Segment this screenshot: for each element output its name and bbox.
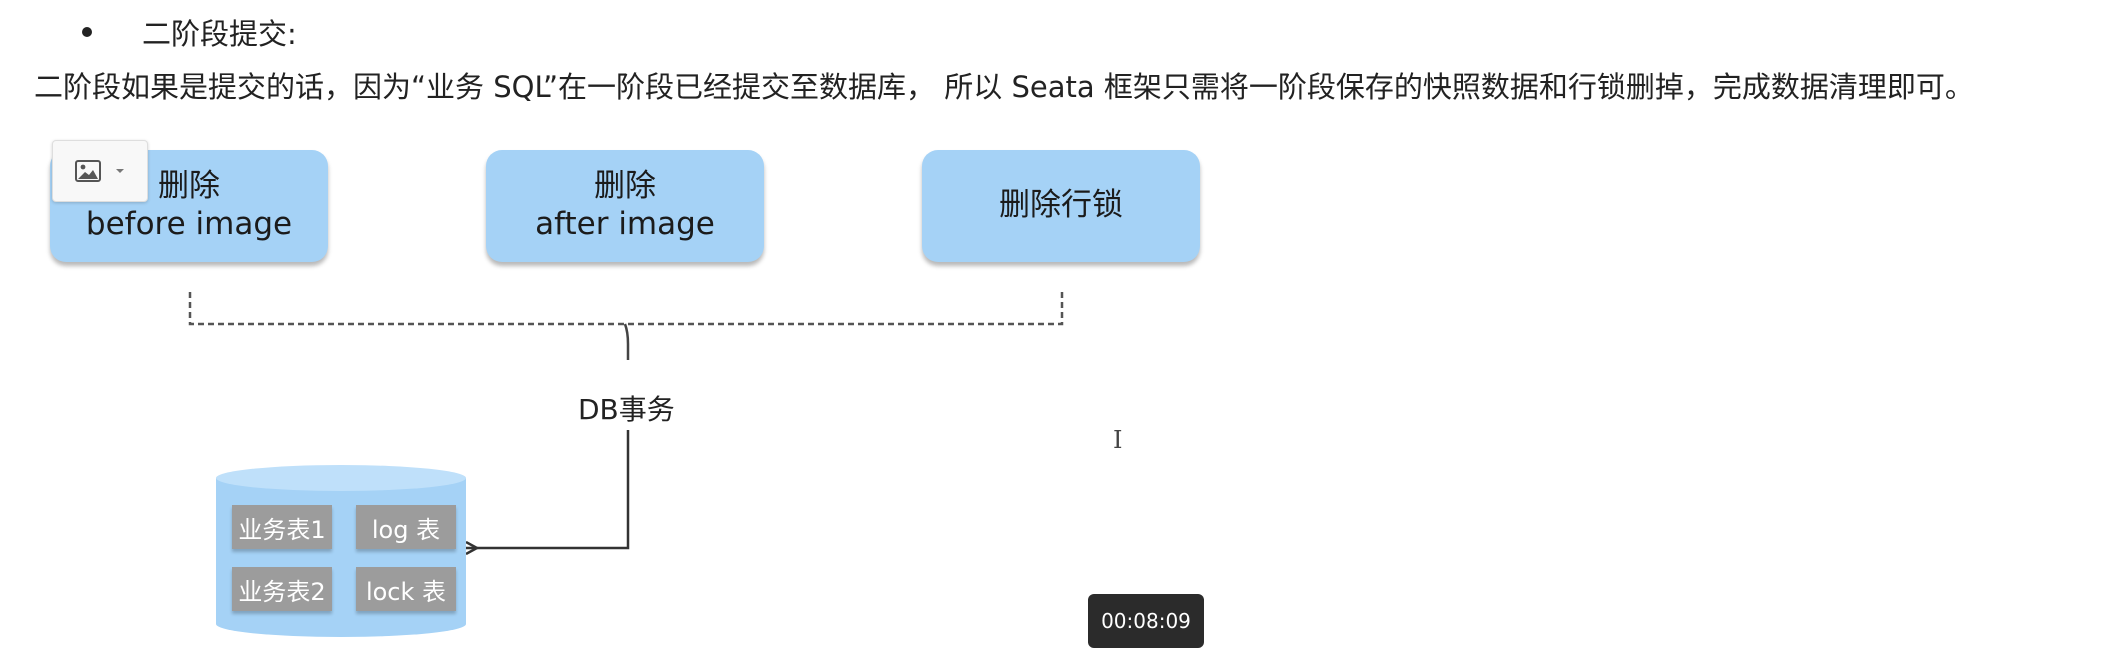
brace-tip <box>623 323 630 360</box>
delete-row-lock-box: 删除行锁 <box>922 150 1200 262</box>
business-table-1: 业务表1 <box>232 505 332 549</box>
video-timestamp: 00:08:09 <box>1088 594 1204 648</box>
lock-table: lock 表 <box>356 567 456 611</box>
bullet-text: 二阶段提交: <box>142 17 297 51</box>
database-cylinder <box>216 465 466 637</box>
text-cursor-icon: I <box>1113 426 1123 454</box>
caret-down-icon[interactable] <box>115 167 125 175</box>
body-paragraph: 二阶段如果是提交的话，因为“业务 SQL”在一阶段已经提交至数据库， 所以 Se… <box>34 70 1974 104</box>
grouping-brace <box>188 292 1064 326</box>
box2-line2: after image <box>535 206 715 242</box>
bullet-item: 二阶段提交: <box>82 8 297 56</box>
image-toolbar[interactable] <box>52 140 148 202</box>
image-icon[interactable] <box>75 160 101 182</box>
db-transaction-label: DB事务 <box>578 393 675 426</box>
box1-line2: before image <box>85 206 293 242</box>
delete-after-image-box: 删除 after image <box>486 150 764 262</box>
db-arrow <box>466 430 630 548</box>
log-table: log 表 <box>356 505 456 549</box>
box1-line1: 删除 <box>158 168 220 205</box>
business-table-2: 业务表2 <box>232 567 332 611</box>
box3-line1: 删除行锁 <box>999 187 1123 224</box>
bullet-dot <box>82 27 92 37</box>
box2-line1: 删除 <box>594 168 656 205</box>
